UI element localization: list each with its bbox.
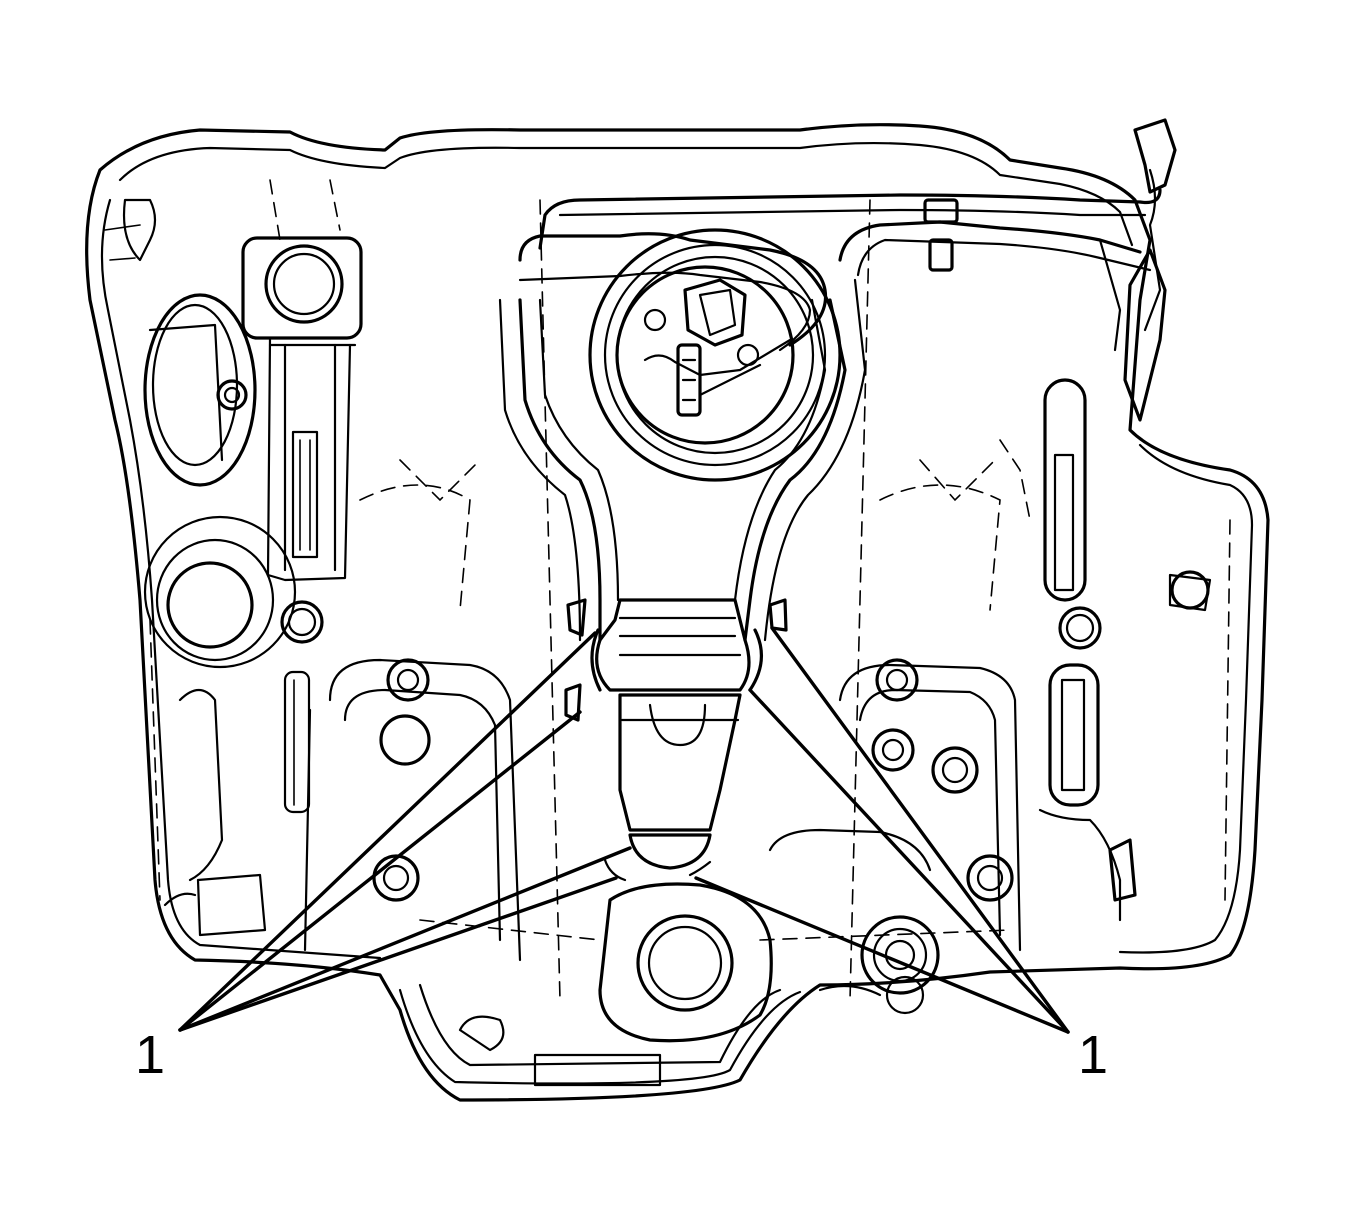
jet-pump: [590, 598, 764, 882]
left-chamber: [104, 198, 324, 669]
callout-leaders-left: [178, 631, 632, 1032]
baffles: [163, 658, 1022, 962]
right-chamber: [1038, 378, 1212, 922]
callout-label-left: 1: [135, 1025, 165, 1085]
crossover-channel: [498, 278, 867, 642]
fuel-lines: [518, 118, 1177, 422]
hose-clamps: [564, 598, 788, 722]
tank-shell: [85, 123, 1270, 1102]
callout-label-right: 1: [1078, 1025, 1108, 1085]
callout-leaders-right: [694, 626, 1070, 1034]
filler-neck: [241, 236, 363, 582]
hidden-lines: [149, 179, 1231, 1001]
fuel-pump-module: [588, 228, 842, 482]
tank-sump: [458, 882, 925, 1087]
